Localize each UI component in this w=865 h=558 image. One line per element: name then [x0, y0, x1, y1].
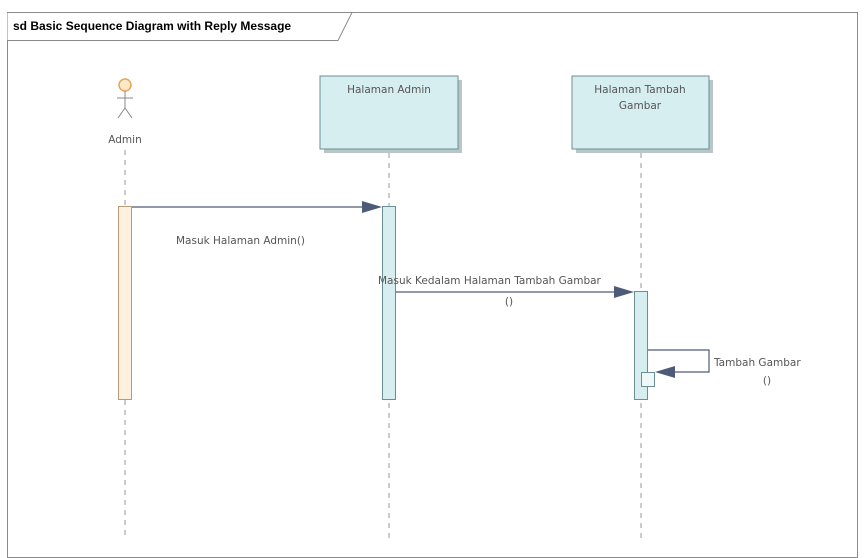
message-masuk-halaman-admin[interactable]: Masuk Halaman Admin() [132, 201, 382, 247]
activation-halaman-admin [382, 206, 396, 400]
actor-name: Admin [108, 134, 141, 146]
arrowhead-icon [614, 286, 634, 298]
self-call-line [648, 349, 710, 373]
lifeline-head [319, 75, 459, 150]
message-label: Masuk Halaman Admin() [176, 235, 305, 247]
lifeline-head [571, 75, 710, 150]
message-label-line1: Masuk Kedalam Halaman Tambah Gambar [378, 275, 602, 287]
lifeline-name: Halaman Admin [347, 84, 431, 96]
lifeline-halaman-tambah-gambar[interactable]: Halaman Tambah Gambar [571, 75, 713, 153]
message-label-line2: () [505, 296, 513, 308]
activation-self-call [641, 372, 655, 387]
message-label-line2: () [763, 375, 771, 387]
arrowhead-icon [362, 201, 382, 213]
frame-title-tab [7, 12, 353, 41]
arrowhead-icon [655, 366, 675, 378]
message-masuk-kedalam-halaman-tambah-gambar[interactable]: Masuk Kedalam Halaman Tambah Gambar () [378, 275, 634, 308]
actor-head-icon [118, 78, 132, 92]
actor-right-leg [124, 107, 133, 119]
lifeline-name-line1: Halaman Tambah [594, 84, 685, 96]
activation-admin [118, 206, 132, 400]
lifeline-name-line2: Gambar [619, 100, 662, 112]
message-tambah-gambar[interactable]: Tambah Gambar () [648, 349, 801, 387]
frame-title: sd Basic Sequence Diagram with Reply Mes… [13, 19, 291, 33]
actor-admin[interactable]: Admin [108, 78, 142, 146]
actor-left-leg [117, 107, 126, 119]
lifeline-halaman-admin[interactable]: Halaman Admin [319, 75, 462, 153]
message-label-line1: Tambah Gambar [713, 357, 801, 369]
